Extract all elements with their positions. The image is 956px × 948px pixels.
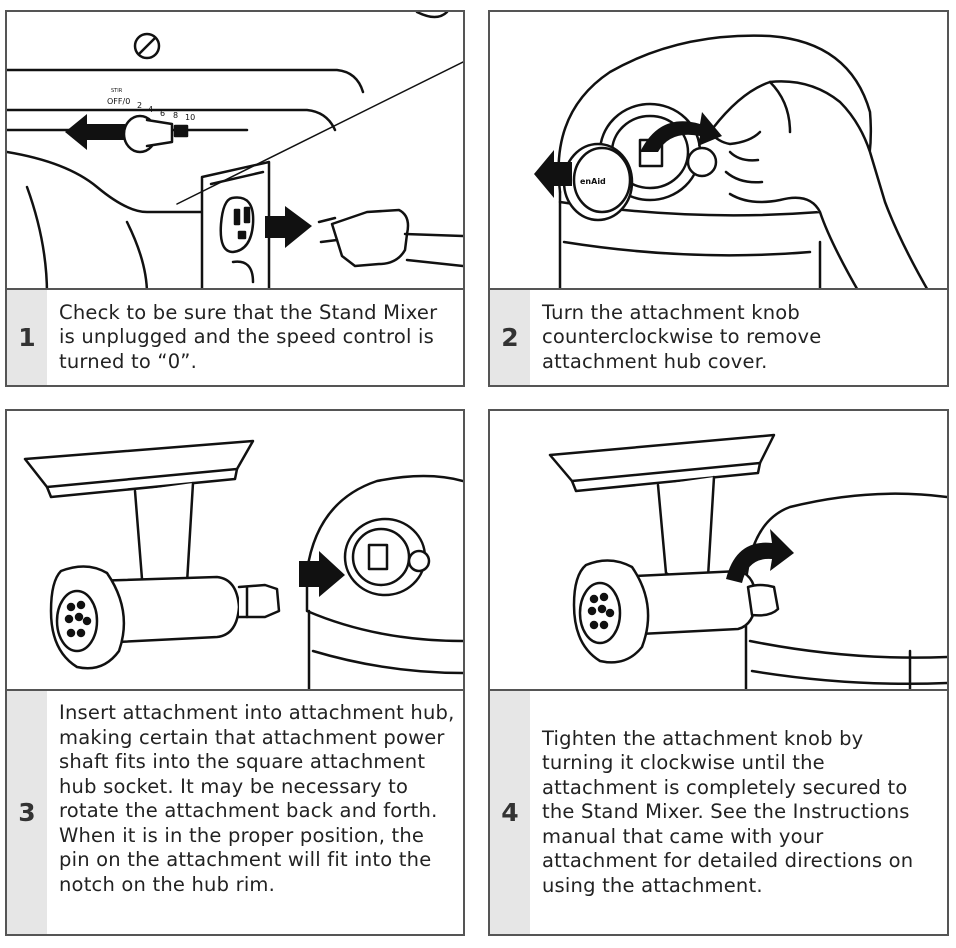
step-2-text-wrap: Turn the attachment knob counterclockwis… (542, 290, 939, 385)
step-3-text-wrap: Insert attachment into attachment hub, m… (59, 695, 455, 934)
step-4-panel: 4 Tighten the attachment knob by turning… (488, 409, 949, 936)
speed-8-label: 8 (173, 111, 178, 120)
step-1-text: Check to be sure that the Stand Mixer is… (59, 300, 438, 373)
speed-4-label: 4 (148, 105, 153, 114)
step-2-illustration: enAid (490, 12, 947, 294)
step-2-number: 2 (490, 290, 530, 385)
unplug-mixer-illustration: OFF/0 STIR 2 4 6 8 10 (7, 12, 463, 294)
insert-attachment-illustration (23, 439, 463, 691)
remove-hub-cover-illustration: enAid (534, 34, 932, 294)
step-4-number: 4 (490, 691, 530, 934)
speed-10-label: 10 (185, 113, 195, 122)
step-3-panel: 3 Insert attachment into attachment hub,… (5, 409, 465, 936)
step-3-caption: 3 Insert attachment into attachment hub,… (7, 689, 463, 934)
speed-6-label: 6 (160, 109, 165, 118)
step-2-panel: enAid 2 Turn the attachment knob counter… (488, 10, 949, 387)
step-4-text-wrap: Tighten the attachment knob by turning i… (542, 691, 939, 934)
step-3-text: Insert attachment into attachment hub, m… (59, 701, 455, 896)
speed-stir-label: STIR (111, 88, 123, 94)
step-4-illustration (490, 411, 947, 691)
step-3-number: 3 (7, 691, 47, 934)
step-1-illustration: OFF/0 STIR 2 4 6 8 10 (7, 12, 463, 294)
step-3-illustration (7, 411, 463, 691)
brand-mark-label: enAid (580, 177, 606, 186)
step-1-number: 1 (7, 290, 47, 385)
speed-2-label: 2 (137, 101, 142, 110)
step-1-caption: 1 Check to be sure that the Stand Mixer … (7, 288, 463, 385)
step-1-text-wrap: Check to be sure that the Stand Mixer is… (59, 290, 455, 385)
step-4-text: Tighten the attachment knob by turning i… (542, 726, 914, 897)
tighten-knob-illustration (548, 433, 947, 691)
step-4-caption: 4 Tighten the attachment knob by turning… (490, 689, 947, 934)
step-2-caption: 2 Turn the attachment knob counterclockw… (490, 288, 947, 385)
speed-off-label: OFF/0 (107, 97, 130, 106)
step-1-panel: OFF/0 STIR 2 4 6 8 10 1 Check to be sure… (5, 10, 465, 387)
step-2-text: Turn the attachment knob counterclockwis… (542, 300, 822, 373)
